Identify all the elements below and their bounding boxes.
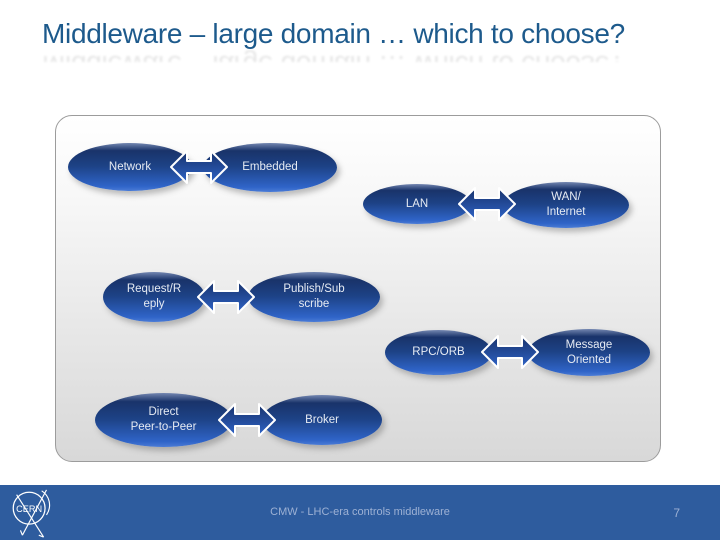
node-request-reply-label: Request/R eply — [126, 283, 182, 310]
node-publish-subscribe: Publish/Sub scribe — [248, 272, 380, 322]
node-direct-peer-to-peer: Direct Peer-to-Peer — [95, 393, 232, 447]
double-arrow-icon — [170, 150, 228, 184]
node-direct-peer-to-peer-label: Direct Peer-to-Peer — [130, 406, 197, 433]
node-network-label: Network — [108, 160, 152, 173]
footer-bar — [0, 485, 720, 540]
slide-title-reflection-text: Middleware – large domain … which to cho… — [42, 49, 702, 62]
cern-logo-icon: CERN — [12, 489, 51, 538]
footer-caption: CMW - LHC-era controls middleware — [270, 506, 450, 518]
node-publish-subscribe-label: Publish/Sub scribe — [283, 283, 345, 310]
node-rpc-orb: RPC/ORB — [385, 330, 492, 375]
node-lan: LAN — [363, 184, 471, 224]
node-wan-internet-label: WAN/ Internet — [546, 191, 586, 218]
node-message-oriented: Message Oriented — [528, 329, 650, 376]
node-message-oriented-label: Message Oriented — [565, 338, 613, 366]
node-embedded-label: Embedded — [242, 161, 298, 174]
node-request-reply: Request/R eply — [103, 272, 205, 322]
node-broker: Broker — [262, 395, 382, 445]
node-lan-label: LAN — [405, 197, 429, 210]
node-broker-label: Broker — [305, 413, 339, 426]
page-number: 7 — [673, 506, 680, 520]
cern-logo-text: CERN — [16, 504, 42, 514]
double-arrow-icon — [197, 280, 255, 314]
node-embedded: Embedded — [203, 143, 337, 192]
double-arrow-icon — [218, 403, 276, 437]
slide-title: Middleware – large domain … which to cho… — [42, 18, 625, 49]
node-wan-internet: WAN/ Internet — [503, 182, 629, 228]
double-arrow-icon — [481, 335, 539, 369]
node-rpc-orb-label: RPC/ORB — [412, 346, 465, 359]
slide-title-reflection: Middleware – large domain … which to cho… — [42, 49, 702, 62]
double-arrow-icon — [458, 187, 516, 221]
